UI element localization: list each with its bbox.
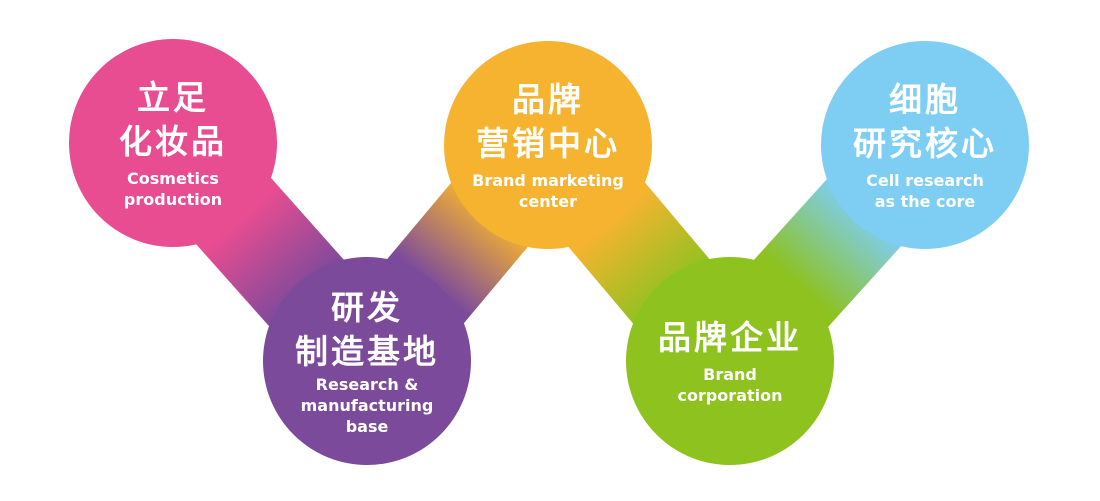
node-title: 化妆品	[119, 122, 227, 161]
node-title: 品牌企业	[658, 318, 802, 357]
node-title: 细胞	[889, 80, 961, 119]
node-title: 营销中心	[476, 124, 620, 163]
node-title: 研发	[331, 287, 403, 327]
node-title: 研究核心	[853, 124, 997, 163]
node-title: 立足	[137, 78, 209, 117]
node-title: 制造基地	[295, 331, 439, 371]
node-title: 品牌	[512, 80, 584, 119]
